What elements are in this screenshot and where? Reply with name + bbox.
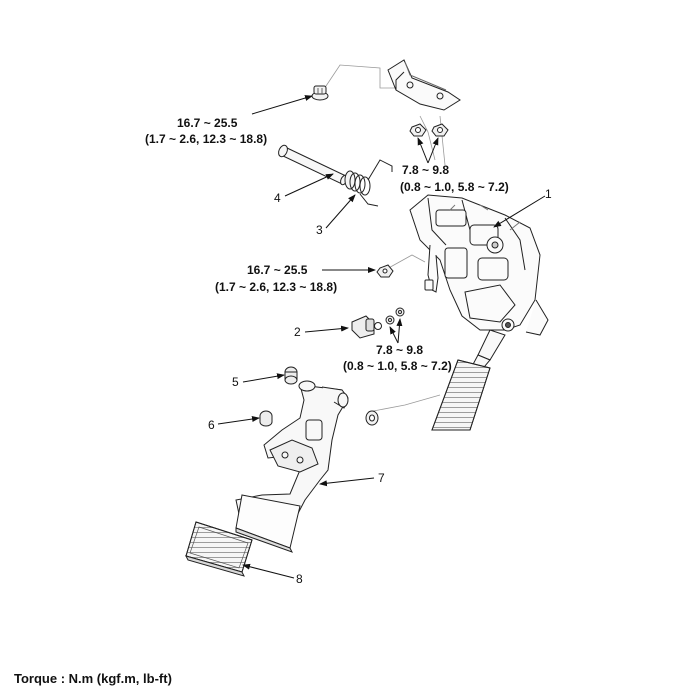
arrow-torque-bolt-upper [251,95,313,115]
attached-pedal-arm [431,329,506,431]
torque-bolt-upper-detail: (1.7 ~ 2.6, 12.3 ~ 18.8) [145,132,268,146]
torque-nut-bracket-detail: (1.7 ~ 2.6, 12.3 ~ 18.8) [215,280,338,294]
stop-lamp-switch [351,315,382,339]
torque-bolt-upper-value: 16.7 ~ 25.5 [177,116,238,130]
torque-nuts-upper-detail: (0.8 ~ 1.0, 5.8 ~ 7.2) [400,180,509,194]
nuts-upper [409,123,449,137]
bolt-upper [311,85,329,101]
arrow-callout-3 [325,194,356,229]
bushing-upper [284,366,298,385]
pedal-bracket-assembly [409,194,549,336]
arrow-callout-5 [242,373,285,383]
collar [365,410,379,426]
arrow-callout-8 [242,563,295,579]
callout-8: 8 [296,572,303,586]
return-spring [344,159,393,207]
arrow-torque-nut-left-1 [417,137,429,164]
callout-arrows [217,95,546,579]
nut-bracket-left [376,264,394,278]
arrow-callout-7 [319,477,375,487]
callout-1: 1 [545,187,552,201]
nuts-middle [385,307,405,325]
arrow-torque-nuts-mid-1 [389,326,399,344]
arrow-callout-1 [493,195,546,228]
callout-6: 6 [208,418,215,432]
callout-3: 3 [316,223,323,237]
arrow-callout-2 [304,325,349,333]
bushing-lower [259,410,273,427]
torque-nuts-middle-value: 7.8 ~ 9.8 [376,343,424,357]
torque-units-legend: Torque : N.m (kgf.m, lb-ft) [14,671,172,686]
arrow-callout-6 [217,416,260,425]
pedal-shaft [278,144,348,186]
callout-5: 5 [232,375,239,389]
torque-nuts-middle-detail: (0.8 ~ 1.0, 5.8 ~ 7.2) [343,359,452,373]
torque-nut-bracket-value: 16.7 ~ 25.5 [247,263,308,277]
top-bracket [387,59,461,111]
pedal-pad [185,521,253,577]
brake-pedal-arm [235,380,349,553]
arrow-callout-4 [284,173,334,197]
arrow-torque-nut-left-2 [427,137,439,164]
callout-7: 7 [378,471,385,485]
callout-4: 4 [274,191,281,205]
torque-nuts-upper-value: 7.8 ~ 9.8 [402,163,450,177]
callout-2: 2 [294,325,301,339]
arrow-torque-nuts-mid-2 [396,318,403,344]
